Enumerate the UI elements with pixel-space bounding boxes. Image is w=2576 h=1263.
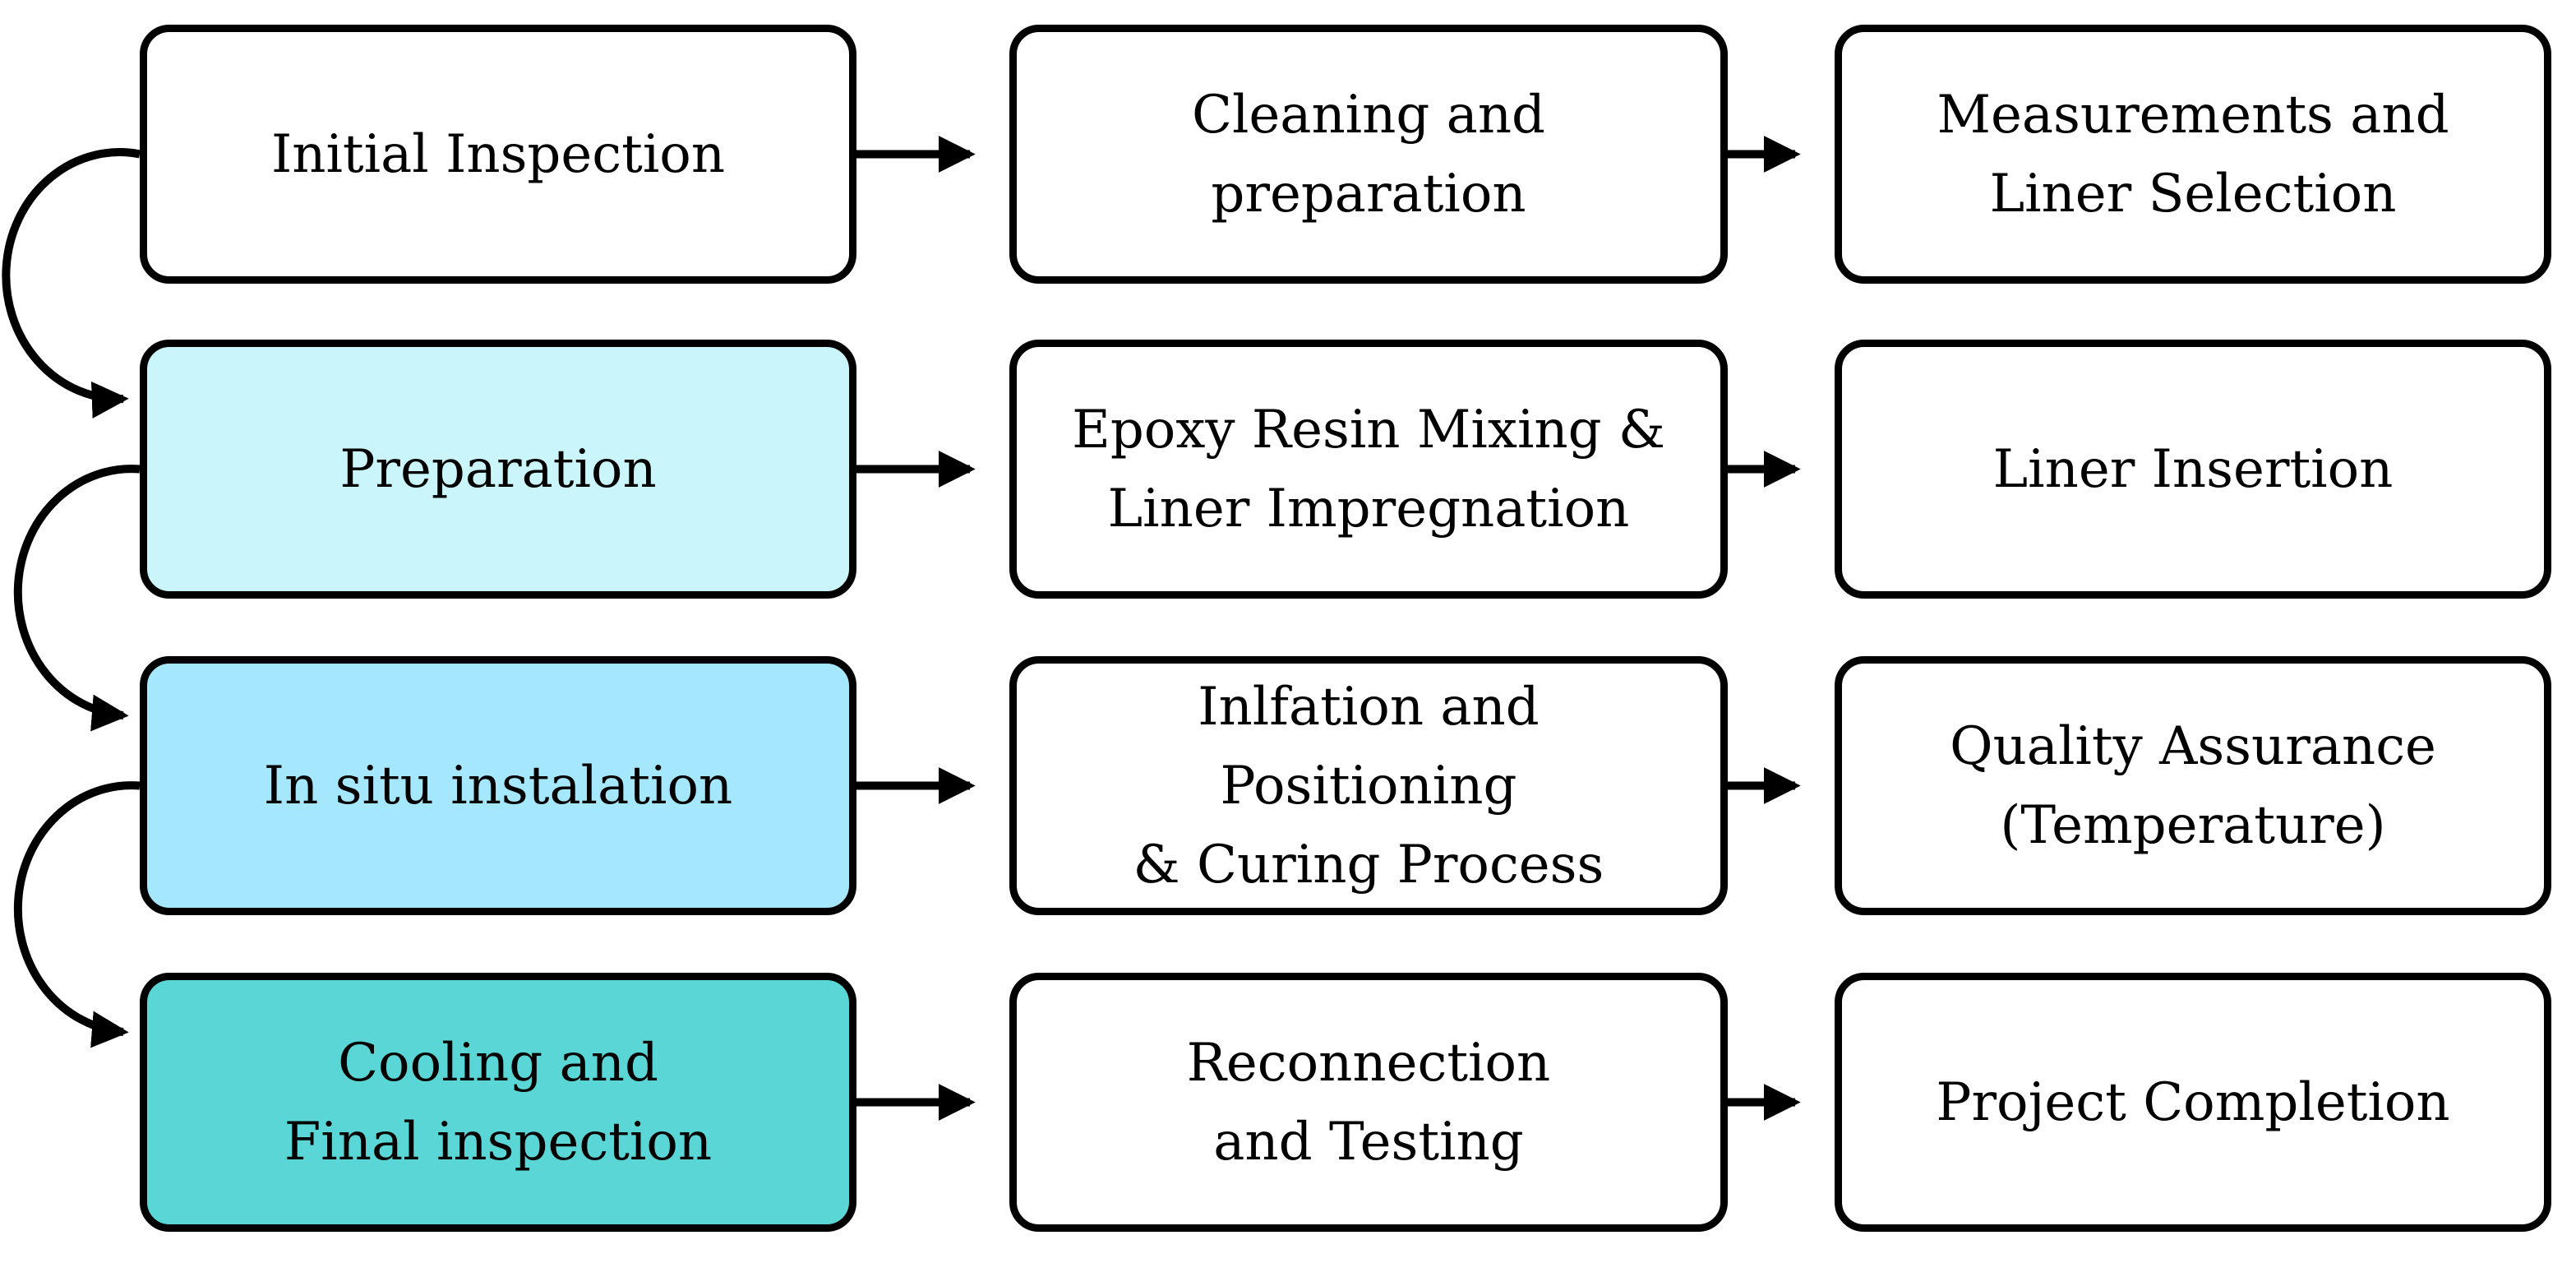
node-quality-assurance: Quality Assurance (Temperature) (1835, 656, 2551, 915)
arrow-initial-to-preparation (2, 148, 141, 419)
node-inflation-positioning-curing: Inlfation and Positioning & Curing Proce… (1009, 656, 1728, 915)
node-cleaning-preparation: Cleaning and preparation (1009, 25, 1728, 284)
node-preparation: Preparation (140, 340, 856, 599)
node-liner-insertion: Liner Insertion (1835, 340, 2551, 599)
node-initial-inspection: Initial Inspection (140, 25, 856, 284)
arrow-insitu-to-cooling (13, 781, 141, 1048)
arrow-preparation-to-insitu (13, 465, 141, 732)
node-measurements-liner-selection: Measurements and Liner Selection (1835, 25, 2551, 284)
node-epoxy-resin-mixing: Epoxy Resin Mixing & Liner Impregnation (1009, 340, 1728, 599)
node-cooling-final-inspection: Cooling and Final inspection (140, 973, 856, 1232)
node-in-situ-instalation: In situ instalation (140, 656, 856, 915)
node-project-completion: Project Completion (1835, 973, 2551, 1232)
node-reconnection-testing: Reconnection and Testing (1009, 973, 1728, 1232)
